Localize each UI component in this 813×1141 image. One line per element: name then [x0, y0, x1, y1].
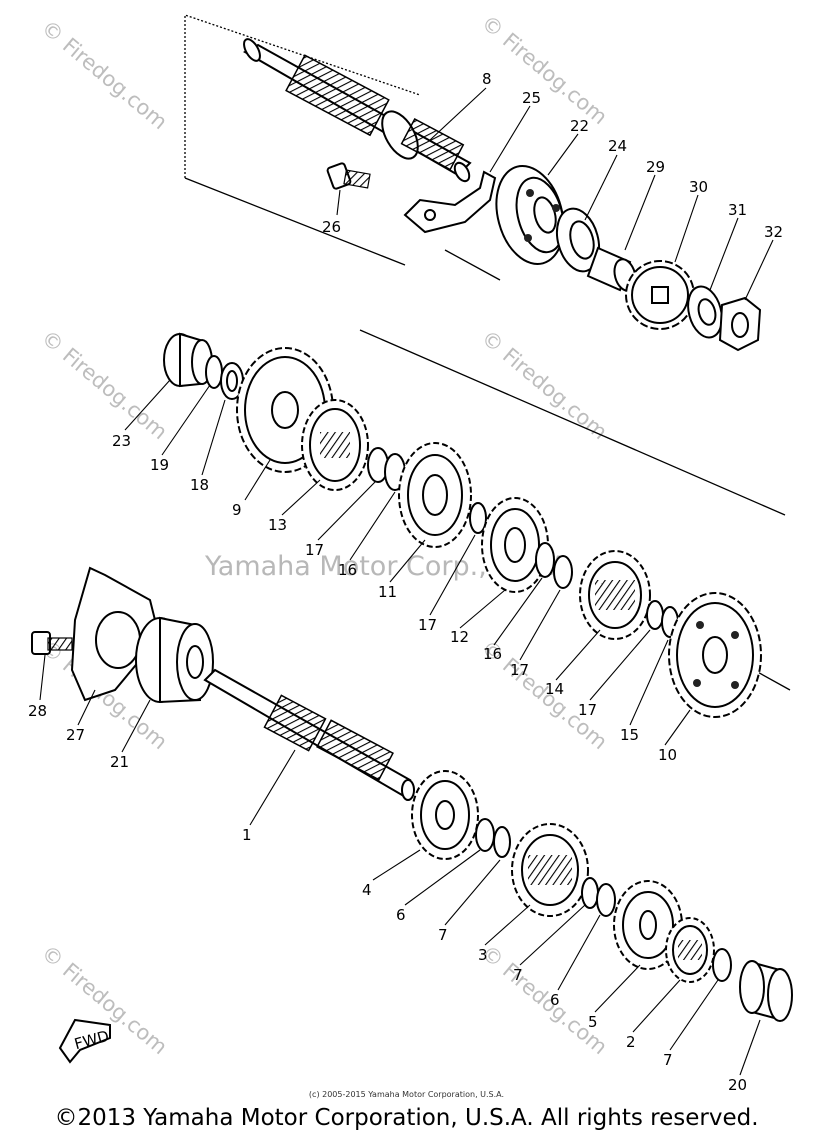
gear-13	[301, 399, 369, 491]
callout-4: 4	[362, 881, 372, 899]
callout-18: 18	[190, 476, 209, 494]
callout-1: 1	[242, 826, 252, 844]
callout-23: 23	[112, 432, 131, 450]
gear-12	[481, 497, 549, 593]
callout-30: 30	[689, 178, 708, 196]
watermark-site: © Firedog.com	[477, 325, 612, 444]
washer-17d	[646, 600, 664, 630]
bearing-20	[739, 960, 793, 1022]
circlip-7c	[712, 948, 732, 982]
bearing-stopper-27	[70, 566, 162, 702]
callout-7: 7	[438, 926, 448, 944]
watermark-site: © Firedog.com	[477, 940, 612, 1059]
callout-17: 17	[578, 701, 597, 719]
callout-11: 11	[378, 583, 397, 601]
callout-6: 6	[396, 906, 406, 924]
gear-10	[668, 592, 762, 718]
callout-7: 7	[513, 966, 523, 984]
bearing-21	[135, 616, 214, 704]
callout-5: 5	[588, 1013, 598, 1031]
oil-seal-24	[555, 207, 601, 273]
callout-10: 10	[658, 746, 677, 764]
callout-17: 17	[305, 541, 324, 559]
callout-13: 13	[268, 516, 287, 534]
callout-7: 7	[663, 1051, 673, 1069]
watermark-site: © Firedog.com	[37, 325, 172, 444]
callout-20: 20	[728, 1076, 747, 1094]
circlip-16b	[535, 542, 555, 578]
bolt-26	[326, 162, 371, 190]
callout-14: 14	[545, 680, 564, 698]
callout-9: 9	[232, 501, 242, 519]
gear-3	[511, 823, 589, 917]
retainer-plate-25	[403, 170, 497, 234]
callout-32: 32	[764, 223, 783, 241]
gear-2	[665, 917, 715, 983]
gear-14	[579, 550, 651, 640]
copyright-footer: ©2013 Yamaha Motor Corporation, U.S.A. A…	[54, 1105, 759, 1131]
circlip-7a	[493, 826, 511, 858]
watermark-site: © Firedog.com	[477, 10, 612, 129]
gear-11	[398, 442, 472, 548]
callout-29: 29	[646, 158, 665, 176]
drive-sprocket-30	[625, 260, 695, 330]
callout-27: 27	[66, 726, 85, 744]
lock-washer-31	[687, 285, 723, 339]
callout-24: 24	[608, 137, 627, 155]
drive-axle-8	[242, 38, 472, 183]
washer-17b	[469, 502, 487, 534]
watermark-site: © Firedog.com	[37, 15, 172, 134]
callout-19: 19	[150, 456, 169, 474]
callout-17: 17	[418, 616, 437, 634]
callout-26: 26	[322, 218, 341, 236]
screw-28	[31, 631, 73, 655]
callout-16: 16	[338, 561, 357, 579]
small-copyright-note: (c) 2005-2015 Yamaha Motor Corporation, …	[308, 1090, 505, 1099]
collar-29	[586, 246, 637, 292]
circlip-19	[205, 355, 223, 389]
callout-6: 6	[550, 991, 560, 1009]
callout-15: 15	[620, 726, 639, 744]
circlip-7b	[581, 877, 599, 909]
washer-17c	[553, 555, 573, 589]
forward-arrow-icon: FWD	[58, 1018, 111, 1064]
callout-31: 31	[728, 201, 747, 219]
callout-21: 21	[110, 753, 129, 771]
callout-labels: 8 25 22 24 29 30 31 32 26 23 19 18 9 13 …	[28, 70, 783, 1094]
callout-3: 3	[478, 946, 488, 964]
callout-16: 16	[483, 645, 502, 663]
washer-6a	[475, 818, 495, 852]
callout-17: 17	[510, 661, 529, 679]
bearing-22	[495, 164, 565, 266]
washer-6b	[596, 883, 616, 917]
bearing-23	[163, 332, 213, 388]
callout-12: 12	[450, 628, 469, 646]
callout-2: 2	[626, 1033, 636, 1051]
callout-28: 28	[28, 702, 47, 720]
leader-lines	[39, 87, 774, 1076]
callout-8: 8	[482, 70, 492, 88]
gear-4	[411, 770, 479, 860]
callout-25: 25	[522, 89, 541, 107]
nut-32	[718, 296, 762, 352]
main-axle-1	[203, 668, 415, 801]
callout-22: 22	[570, 117, 589, 135]
